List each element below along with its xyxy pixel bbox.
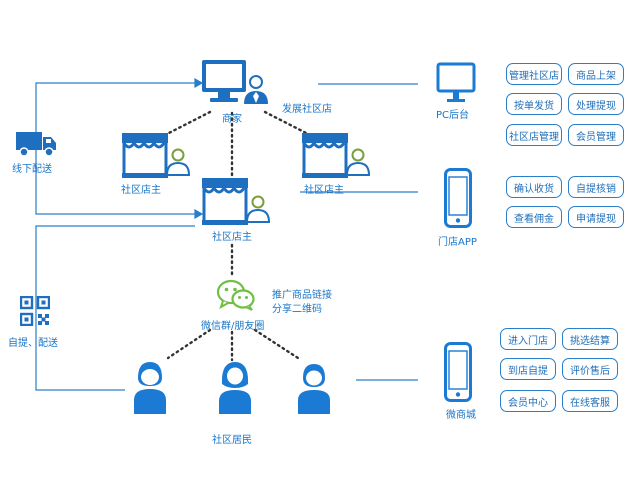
- merchant-computer-icon: [202, 60, 268, 104]
- person-icon: [134, 362, 166, 414]
- person-icon: [298, 364, 330, 414]
- tag-process-withdraw: 处理提现: [568, 93, 624, 115]
- tag-view-commission: 查看佣金: [506, 206, 562, 228]
- tag-select-checkout: 挑选结算: [562, 328, 618, 350]
- store-node-center: [200, 176, 271, 228]
- store-owner-center-label: 社区店主: [212, 232, 252, 243]
- truck-icon: [16, 132, 56, 157]
- tag-list-products: 商品上架: [568, 63, 624, 85]
- pickup-delivery-label: 自提、配送: [8, 338, 58, 349]
- pc-backend-node: [436, 62, 476, 106]
- resident-right: [296, 362, 332, 414]
- residents-label: 社区居民: [212, 435, 252, 446]
- store-owner-right-label: 社区店主: [304, 185, 344, 196]
- expand-store-label: 发展社区店: [282, 104, 332, 115]
- phone-icon: [444, 342, 472, 402]
- store-app-label: 门店APP: [438, 237, 477, 248]
- tag-community-store-mgmt: 社区店管理: [506, 124, 562, 146]
- monitor-icon: [436, 62, 476, 102]
- share-qrcode-label: 分享二维码: [272, 304, 322, 315]
- tag-apply-withdraw: 申请提现: [568, 206, 624, 228]
- store-node-left: [120, 131, 191, 181]
- merchant-node: [198, 58, 270, 110]
- qrcode-node: [19, 295, 51, 327]
- tag-review-aftersale: 评价售后: [562, 358, 618, 380]
- tag-member-mgmt: 会员管理: [568, 124, 624, 146]
- tag-confirm-receipt: 确认收货: [506, 176, 562, 198]
- store-app-node: [444, 168, 472, 228]
- tag-ship-orders: 按单发货: [506, 93, 562, 115]
- truck-node: [14, 130, 58, 158]
- merchant-label: 商家: [222, 114, 242, 125]
- tag-enter-store: 进入门店: [500, 328, 556, 350]
- dots-wechat-right: [253, 328, 300, 360]
- pickup-bracket: [35, 225, 195, 391]
- wechat-node: [216, 278, 256, 312]
- phone-icon: [444, 168, 472, 228]
- micro-mall-node: [444, 342, 472, 402]
- tag-pickup-verify: 自提核销: [568, 176, 624, 198]
- wechat-icon: [216, 279, 255, 311]
- tag-store-pickup: 到店自提: [500, 358, 556, 380]
- resident-center: [217, 360, 253, 414]
- person-icon: [219, 362, 251, 414]
- offline-delivery-label: 线下配送: [12, 164, 52, 175]
- store-icon: [202, 178, 271, 225]
- store-owner-left-label: 社区店主: [121, 185, 161, 196]
- store-icon: [302, 133, 371, 178]
- tag-member-center: 会员中心: [500, 390, 556, 412]
- tag-manage-store: 管理社区店: [506, 63, 562, 85]
- resident-left: [132, 360, 168, 414]
- wechat-group-label: 微信群/朋友圈: [201, 321, 265, 332]
- micro-mall-label: 微商城: [446, 410, 476, 421]
- tag-online-service: 在线客服: [562, 390, 618, 412]
- dots-wechat-left: [166, 328, 212, 360]
- pc-backend-label: PC后台: [436, 110, 470, 121]
- qrcode-icon: [19, 295, 51, 327]
- store-node-right: [300, 131, 371, 181]
- store-icon: [122, 133, 191, 178]
- promote-link-label: 推广商品链接: [272, 290, 332, 301]
